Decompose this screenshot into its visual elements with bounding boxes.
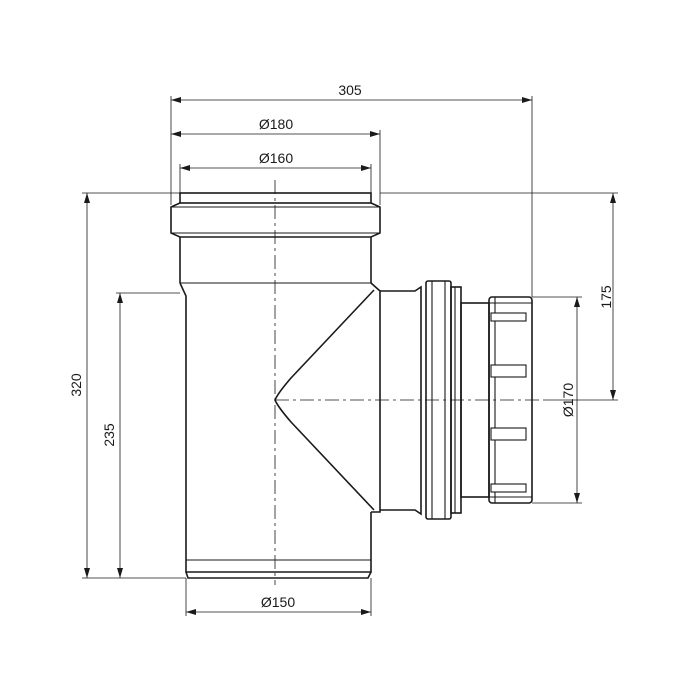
- dim-label-305: 305: [338, 82, 362, 98]
- dim-socket-inner: Ø160: [179, 150, 372, 193]
- dim-label-235: 235: [101, 423, 117, 447]
- dim-label-320: 320: [68, 373, 84, 397]
- cap-grip-slot: [490, 364, 527, 378]
- dim-spigot-diameter: Ø150: [185, 578, 372, 616]
- main-pipe: [179, 282, 372, 573]
- dim-socket-outer: Ø180: [171, 116, 381, 205]
- dim-branch-from-bottom: 235: [101, 292, 180, 578]
- dim-label-175: 175: [598, 285, 614, 309]
- socket-rim: [179, 192, 372, 204]
- cap-grip-slot: [490, 312, 527, 322]
- cap-grip-slot: [490, 427, 527, 441]
- dim-cap-diameter: Ø170: [532, 296, 582, 504]
- tee-body: [170, 192, 381, 579]
- dim-branch-center-height: 175: [380, 192, 618, 401]
- cap-grip-slot: [490, 483, 527, 493]
- socket-collar: [170, 202, 381, 238]
- dim-overall-width: 305: [170, 82, 533, 297]
- dim-label-d150: Ø150: [261, 594, 295, 610]
- dim-label-d160: Ø160: [259, 150, 293, 166]
- dim-label-d180: Ø180: [259, 116, 293, 132]
- dim-label-d170: Ø170: [560, 383, 576, 417]
- dim-overall-height: 320: [68, 192, 186, 579]
